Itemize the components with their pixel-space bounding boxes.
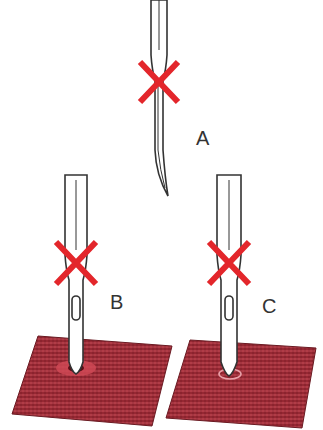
needle-label: A — [196, 128, 209, 148]
cross-mark — [140, 62, 178, 102]
needle-label: C — [262, 296, 276, 316]
bent-needle — [151, 0, 168, 196]
fabric-b — [12, 336, 172, 426]
cross-mark — [56, 242, 96, 284]
needle-label: B — [110, 292, 123, 312]
fabric-c — [166, 340, 316, 428]
cross-mark — [209, 242, 249, 284]
